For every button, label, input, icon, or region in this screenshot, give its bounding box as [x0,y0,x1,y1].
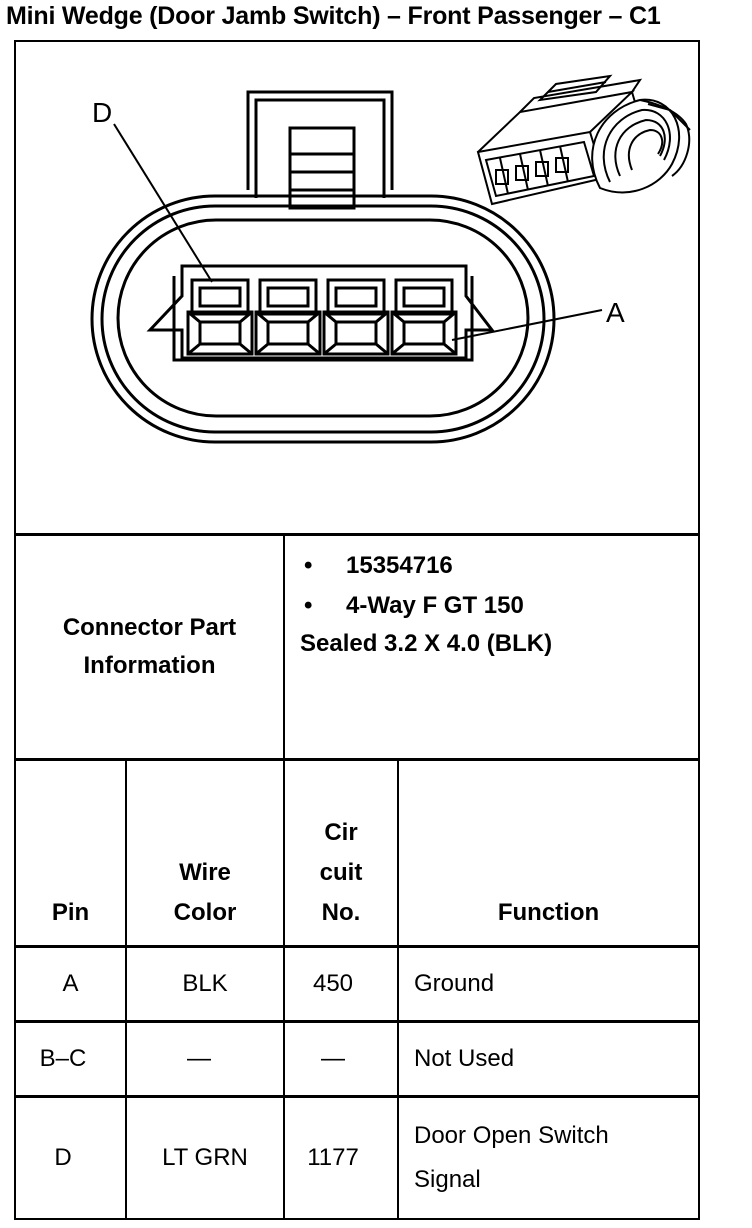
pin-d-callout: D [92,97,112,128]
connector-info-values: • 15354716 • 4-Way F GT 150 Sealed 3.2 X… [300,552,690,752]
connector-description-cont: Sealed 3.2 X 4.0 (BLK) [300,630,553,657]
part-number-item: • 15354716 [300,552,690,592]
connector-info-label: Connector Part Information [62,614,237,679]
wire-color-cell: — [187,1045,211,1072]
pin-cell: A [62,970,79,997]
wire-color-column-header: Wire Color [173,859,237,926]
circuit-cell: — [321,1045,345,1072]
divider [125,760,127,1220]
divider [14,533,700,536]
pin-cell: B–C [39,1045,87,1072]
connector-sheet [14,40,700,1220]
description-item: • 4-Way F GT 150 [300,592,690,630]
function-column-header: Function [497,899,600,926]
divider [397,760,399,1220]
wire-color-cell: BLK [182,970,228,997]
circuit-cell: 450 [312,970,354,997]
divider [14,1095,700,1098]
part-number: 15354716 [346,552,453,579]
wire-color-cell: LT GRN [162,1144,248,1171]
circuit-cell: 1177 [307,1144,359,1171]
connector-description: 4-Way F GT 150 [346,592,524,619]
connector-diagram: D A [90,74,691,444]
pin-cell: D [54,1144,72,1171]
divider [283,760,285,1220]
function-cell: Ground [414,970,495,997]
page-title: Mini Wedge (Door Jamb Switch) – Front Pa… [6,2,661,30]
pin-a-callout: A [606,297,625,328]
divider [14,758,700,761]
function-cell: Not Used [414,1045,515,1072]
function-cell: Door Open Switch Signal [414,1122,609,1193]
circuit-column-header: Cir cuit No. [319,819,363,926]
divider [14,945,700,948]
divider [283,535,285,759]
divider [14,1020,700,1023]
connector-3d-illustration [476,74,691,206]
pin-column-header: Pin [51,899,90,926]
